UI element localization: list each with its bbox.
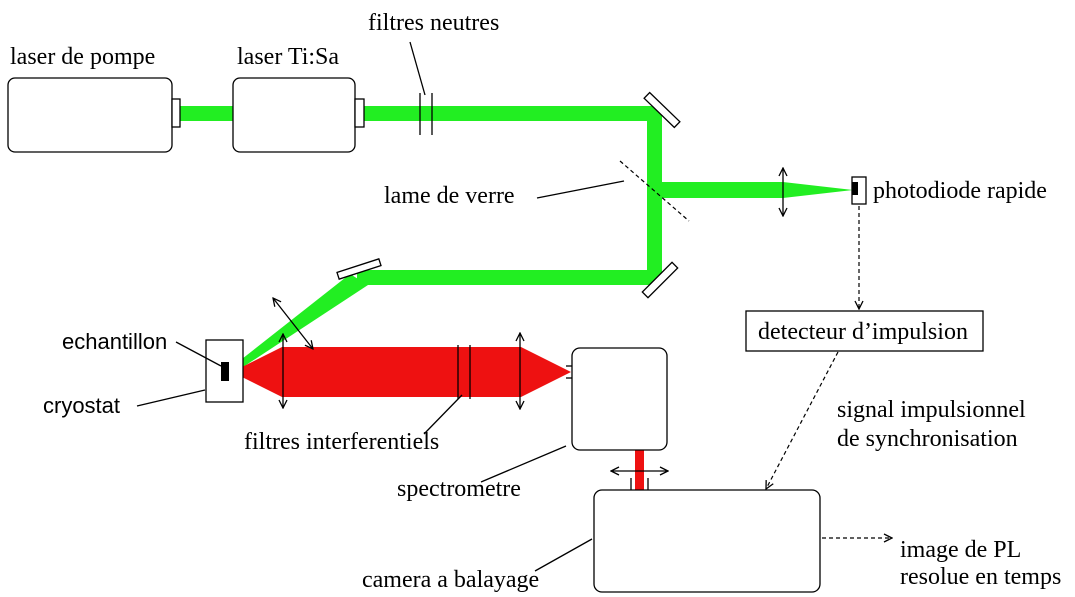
neutral-filters-leader <box>409 41 426 96</box>
tisa-laser-label: laser Ti:Sa <box>237 44 339 70</box>
pump-laser-box <box>7 77 173 153</box>
cryostat-label: cryostat <box>43 393 120 418</box>
sample-label: echantillon <box>62 329 167 354</box>
sync-signal-label-line1: signal impulsionnel <box>837 397 1026 423</box>
pulse-detector-label: detecteur d’impulsion <box>758 319 968 345</box>
output-label-line1: image de PL <box>900 537 1021 563</box>
sample-leader <box>175 341 222 367</box>
pump-focusing-lens <box>273 298 313 349</box>
neutral-filters-label: filtres neutres <box>368 10 499 36</box>
interference-filters-label: filtres interferentiels <box>244 429 439 455</box>
pump-laser-label: laser de pompe <box>10 44 155 70</box>
tisa-laser-box <box>232 77 356 153</box>
interference-filters-leader <box>423 394 463 435</box>
pump-beam-segment-1 <box>180 106 233 121</box>
pump-beam-photodiode-branch <box>662 182 853 198</box>
tisa-laser-output-port <box>354 98 365 128</box>
glass-plate-label: lame de verre <box>384 183 515 209</box>
pl-beam <box>232 347 571 397</box>
mirror-top-right <box>643 91 681 129</box>
sync-signal-arrow <box>766 351 839 489</box>
spectrometer-leader <box>480 445 567 483</box>
spectrometer-box <box>571 347 668 451</box>
pump-laser-output-port <box>171 98 181 128</box>
output-label-line2: resolue en temps <box>900 564 1061 590</box>
photodiode-label: photodiode rapide <box>873 178 1047 204</box>
sample <box>221 362 229 381</box>
mirror-bottom-right <box>641 261 679 299</box>
glass-plate-leader <box>536 180 625 199</box>
glass-plate <box>619 160 690 222</box>
sync-signal-label-line2: de synchronisation <box>837 426 1018 452</box>
streak-camera-label: camera a balayage <box>362 567 539 593</box>
cryostat-leader <box>136 389 206 407</box>
streak-camera-leader <box>534 538 593 572</box>
streak-camera-box <box>593 489 821 593</box>
photodiode-sensor <box>852 182 858 195</box>
mirror-left <box>336 258 382 280</box>
pulse-detector-box <box>745 310 984 352</box>
spectrometer-label: spectrometre <box>397 476 521 502</box>
